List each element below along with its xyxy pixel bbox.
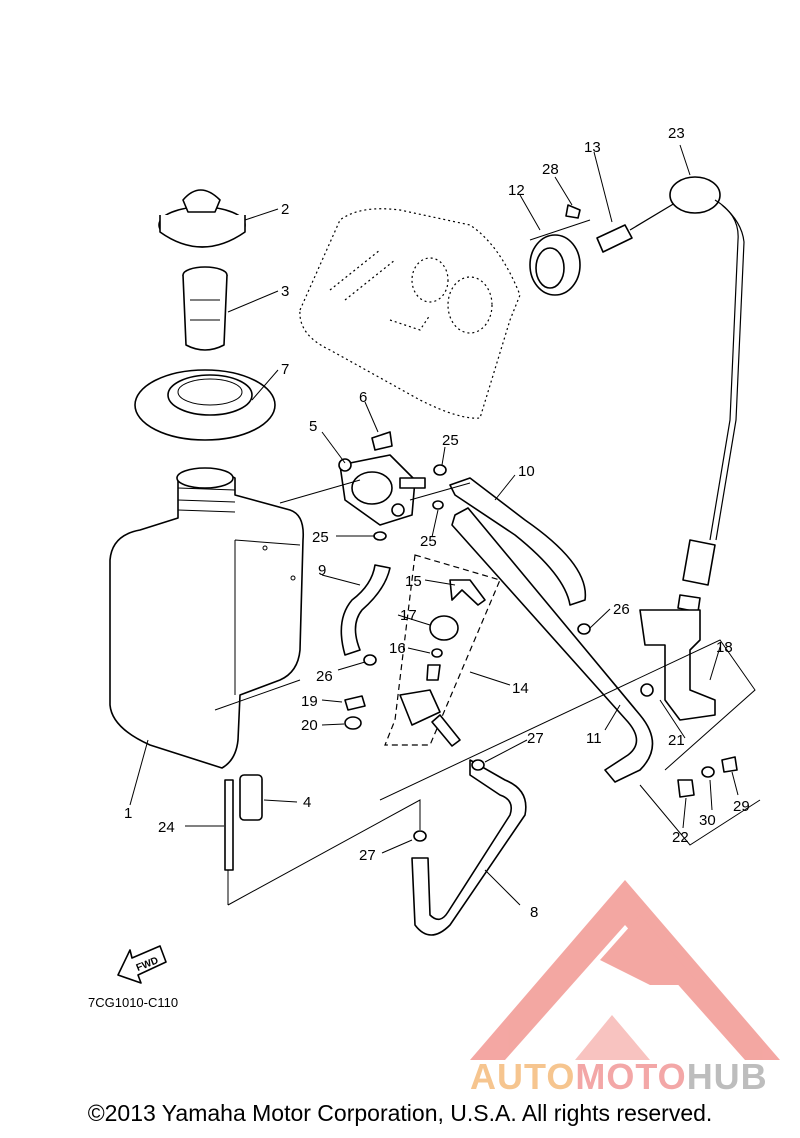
tank-cap bbox=[158, 189, 246, 248]
sender-unit bbox=[529, 204, 581, 296]
watermark-auto: AUTO bbox=[470, 1056, 576, 1097]
valve-group bbox=[384, 554, 501, 747]
leader-lines bbox=[129, 144, 739, 906]
label-24: 24 bbox=[158, 819, 175, 836]
label-11: 11 bbox=[586, 730, 602, 747]
label-17: 17 bbox=[400, 607, 417, 624]
label-8: 8 bbox=[530, 904, 538, 921]
label-7: 7 bbox=[281, 361, 289, 378]
label-28: 28 bbox=[542, 161, 559, 178]
assembly-lines bbox=[227, 219, 761, 906]
label-21: 21 bbox=[668, 732, 685, 749]
label-12: 12 bbox=[508, 182, 525, 199]
label-5: 5 bbox=[309, 418, 317, 435]
label-27a: 27 bbox=[527, 730, 544, 747]
label-3: 3 bbox=[281, 283, 289, 300]
strainer bbox=[182, 266, 228, 351]
label-25b: 25 bbox=[312, 529, 329, 546]
meter-cable bbox=[596, 176, 745, 613]
label-9: 9 bbox=[318, 562, 326, 579]
label-26b: 26 bbox=[316, 668, 333, 685]
label-20: 20 bbox=[301, 717, 318, 734]
label-29: 29 bbox=[733, 798, 750, 815]
label-1: 1 bbox=[124, 805, 132, 822]
fitting-assembly bbox=[338, 431, 426, 526]
small-hardware bbox=[677, 756, 738, 798]
watermark-text: AUTOMOTOHUB bbox=[470, 1056, 768, 1098]
copyright-notice: ©2013 Yamaha Motor Corporation, U.S.A. A… bbox=[87, 1100, 713, 1126]
filter-and-rod bbox=[224, 774, 263, 871]
hose-10 bbox=[449, 477, 587, 606]
label-2: 2 bbox=[281, 201, 289, 218]
bracket bbox=[639, 609, 716, 721]
label-23: 23 bbox=[668, 125, 685, 142]
hose-11 bbox=[451, 507, 654, 783]
hose-9 bbox=[340, 564, 391, 656]
oil-tank bbox=[109, 467, 305, 769]
part-labels: 1 2 3 4 5 6 7 8 9 10 11 12 13 14 15 16 1… bbox=[124, 125, 750, 921]
grommet bbox=[134, 369, 276, 441]
label-6: 6 bbox=[359, 389, 367, 406]
watermark-hub: HUB bbox=[686, 1056, 768, 1097]
label-14: 14 bbox=[512, 680, 529, 697]
hose-8 bbox=[411, 759, 527, 936]
fwd-arrow: FWD bbox=[117, 945, 167, 984]
label-30: 30 bbox=[699, 812, 716, 829]
housing bbox=[299, 208, 521, 419]
label-18: 18 bbox=[716, 639, 733, 656]
label-22: 22 bbox=[672, 829, 689, 846]
label-19: 19 bbox=[301, 693, 318, 710]
diagram-code: 7CG1010-C110 bbox=[88, 995, 179, 1010]
label-15: 15 bbox=[405, 573, 422, 590]
label-13: 13 bbox=[584, 139, 601, 156]
label-27b: 27 bbox=[359, 847, 376, 864]
label-16: 16 bbox=[389, 640, 406, 657]
label-26a: 26 bbox=[613, 601, 630, 618]
screw-washer bbox=[344, 695, 366, 730]
watermark-logo bbox=[470, 880, 780, 1060]
label-10: 10 bbox=[518, 463, 535, 480]
label-25a: 25 bbox=[442, 432, 459, 449]
label-25c: 25 bbox=[420, 533, 437, 550]
label-4: 4 bbox=[303, 794, 311, 811]
watermark-moto: MOTO bbox=[575, 1056, 687, 1097]
